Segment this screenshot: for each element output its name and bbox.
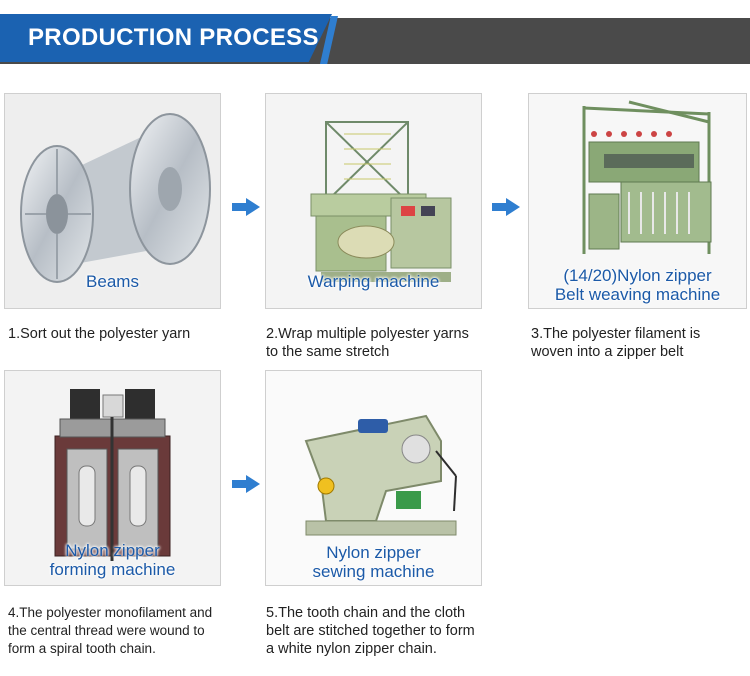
page-title: PRODUCTION PROCESS xyxy=(28,24,319,51)
step-description: 1.Sort out the polyester yarn xyxy=(8,325,223,343)
step-card-sewing: Nylon zipper sewing machine xyxy=(265,370,482,586)
step-card-warping: Warping machine xyxy=(265,93,482,309)
description-line: form a spiral tooth chain. xyxy=(8,641,156,656)
description-line: 2.Wrap multiple polyester yarns xyxy=(266,326,469,342)
description-line: the central thread were wound to xyxy=(8,623,205,638)
step-description: 4.The polyester monofilament and the cen… xyxy=(8,604,248,658)
description-line: to the same stretch xyxy=(266,344,390,360)
sewing-machine-icon xyxy=(266,371,481,585)
step-card-beams: Beams xyxy=(4,93,221,309)
step-label-line: Nylon zipper xyxy=(65,541,160,560)
step-label-line: Warping machine xyxy=(307,272,440,291)
description-line: a white nylon zipper chain. xyxy=(266,641,437,657)
step-label-line: forming machine xyxy=(49,560,176,579)
description-line: 1.Sort out the polyester yarn xyxy=(8,326,191,342)
description-line: 5.The tooth chain and the cloth xyxy=(266,605,466,621)
warping-machine-icon xyxy=(266,94,481,308)
arrow-right-icon xyxy=(492,198,520,216)
step-label-line: Nylon zipper xyxy=(326,543,421,562)
step-card-weaving: (14/20)Nylon zipper Belt weaving machine xyxy=(528,93,747,309)
step-card-forming: Nylon zipper forming machine xyxy=(4,370,221,586)
description-line: 3.The polyester filament is xyxy=(531,326,701,342)
title-banner xyxy=(0,14,332,62)
description-line: woven into a zipper belt xyxy=(531,344,684,360)
weaving-machine-icon xyxy=(529,94,746,308)
description-line: belt are stitched together to form xyxy=(266,623,475,639)
beam-spool-icon xyxy=(5,94,220,308)
step-description: 2.Wrap multiple polyester yarns to the s… xyxy=(266,325,506,361)
step-description: 5.The tooth chain and the cloth belt are… xyxy=(266,604,506,658)
description-line: 4.The polyester monofilament and xyxy=(8,605,213,620)
step-label-line: Beams xyxy=(86,272,139,291)
step-description: 3.The polyester filament is woven into a… xyxy=(531,325,746,361)
step-label-line: (14/20)Nylon zipper xyxy=(563,266,712,285)
arrow-right-icon xyxy=(232,475,260,493)
forming-machine-icon xyxy=(5,371,220,585)
arrow-right-icon xyxy=(232,198,260,216)
step-label-line: Belt weaving machine xyxy=(554,285,721,304)
step-label-line: sewing machine xyxy=(312,562,435,581)
